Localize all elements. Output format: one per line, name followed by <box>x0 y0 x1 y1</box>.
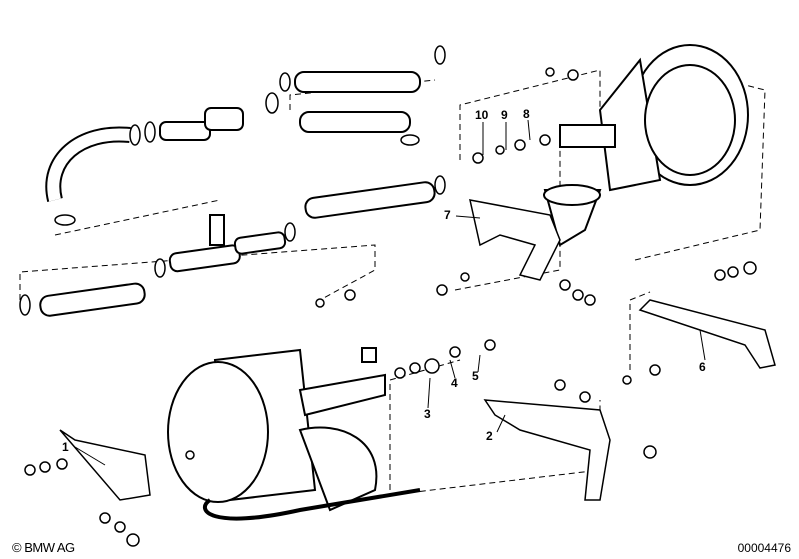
brackets <box>59 199 776 501</box>
brake-booster-upper <box>543 44 749 247</box>
fasteners <box>24 67 757 547</box>
part-label-1: 1 <box>62 440 69 454</box>
part-label-9: 9 <box>501 108 508 122</box>
part-label-6: 6 <box>699 360 706 374</box>
part-label-5: 5 <box>472 369 479 383</box>
drawing-number: 00004476 <box>737 541 791 555</box>
leader-lines <box>74 119 706 466</box>
part-label-3: 3 <box>424 407 431 421</box>
copyright-notice: © BMW AG <box>12 540 75 555</box>
brake-booster-lower <box>167 347 421 521</box>
hose-clamps <box>19 45 446 316</box>
part-label-7: 7 <box>444 208 451 222</box>
part-label-4: 4 <box>451 376 458 390</box>
part-label-2: 2 <box>486 429 493 443</box>
vacuum-hose-upper <box>39 71 436 317</box>
part-label-8: 8 <box>523 107 530 121</box>
part-label-10: 10 <box>475 108 489 122</box>
